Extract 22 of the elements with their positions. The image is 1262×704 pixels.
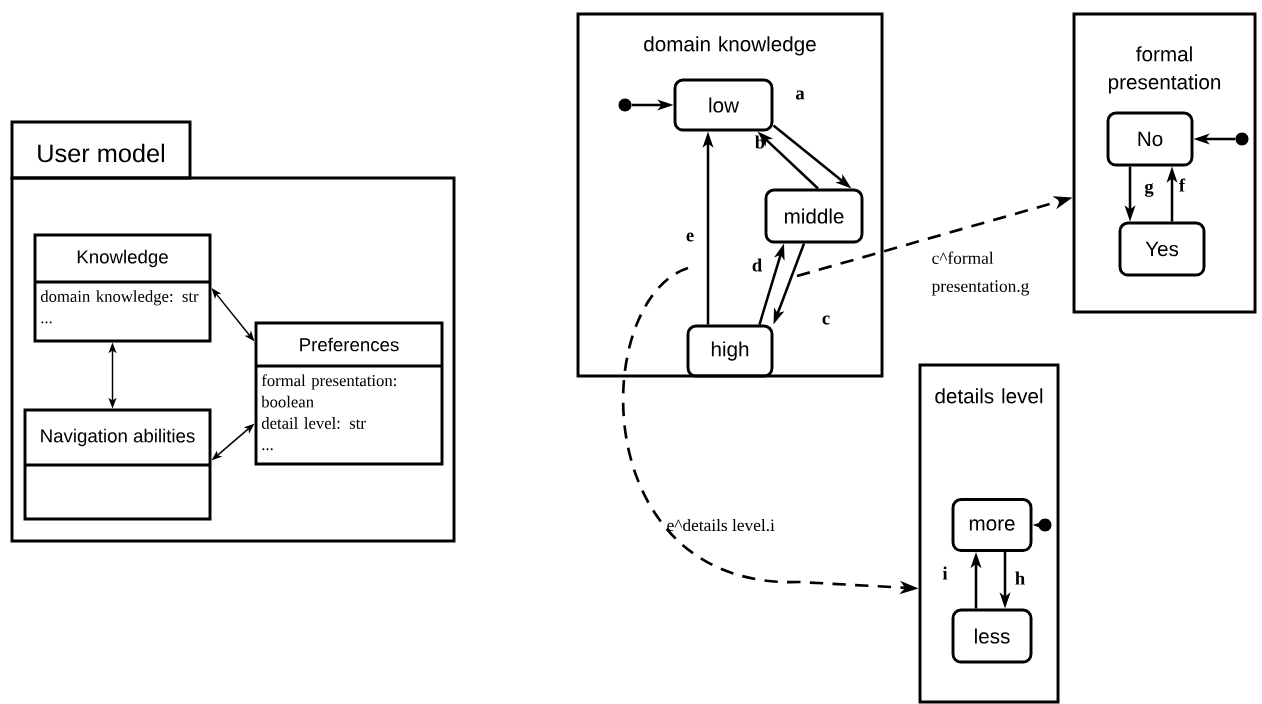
edge-label: h [1015,571,1025,585]
class-box: Navigation abilities [23,408,212,521]
state-box: high [686,324,774,378]
class-box: Knowledge domain knowledge: str ... [33,233,212,343]
edge-label: e [686,232,694,242]
edge-label: a [795,90,805,100]
state-box: less [951,608,1033,664]
edge-label: d [752,258,762,272]
edge-label: i [942,566,948,580]
edge-label: c^formal presentation.g [931,251,1029,296]
state-box: more [951,498,1033,552]
state-box: middle [764,188,864,244]
class-box: Preferences formal presentation: boolean detail level: str ... [254,321,444,466]
state-box: Yes [1118,221,1206,277]
state-box: low [673,78,774,132]
node-label: User model [38,143,165,163]
edge-label: c [822,315,830,325]
edge-label: e^details level.i [667,518,775,532]
edge-label: g [1144,183,1154,197]
edge-label: f [1179,178,1186,192]
edge-label: b [755,135,765,149]
state-box: No [1106,111,1194,167]
